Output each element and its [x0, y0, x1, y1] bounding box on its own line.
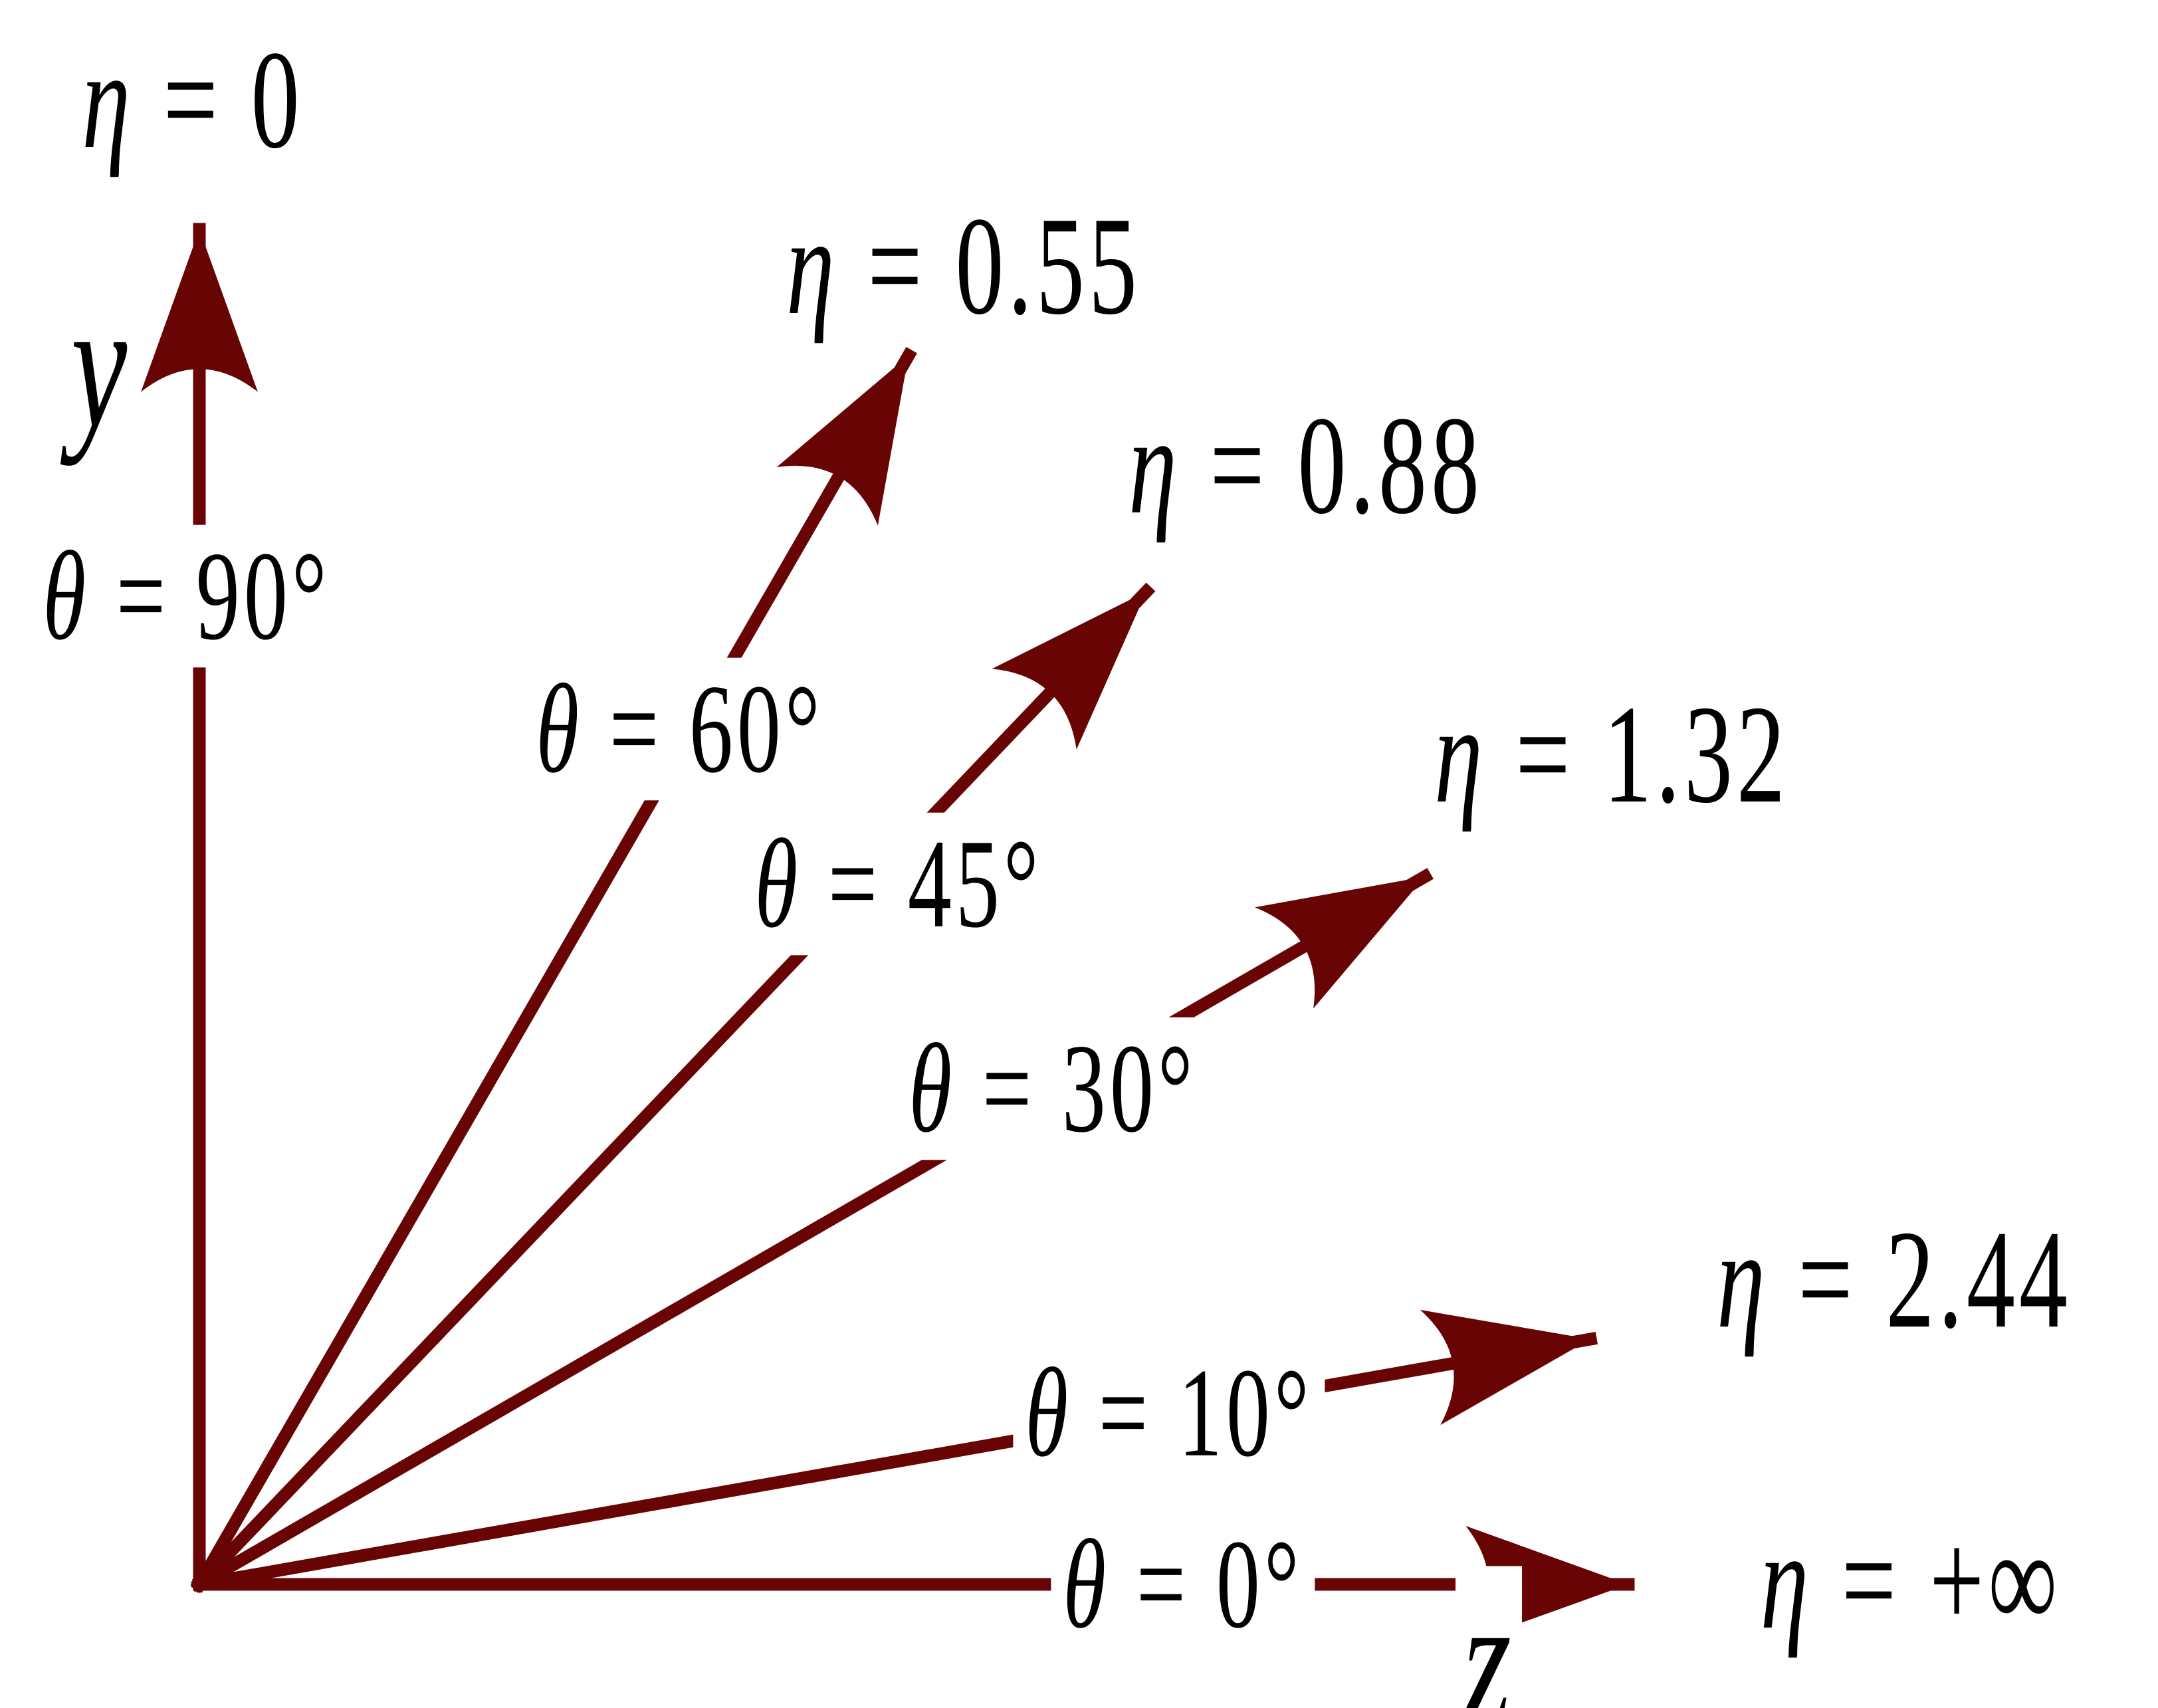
- eta-value: 0.55: [955, 187, 1141, 344]
- label-theta-30: θ=30°: [897, 1017, 1209, 1160]
- label-axis-y: y: [64, 270, 138, 461]
- theta-symbol: θ: [909, 1017, 956, 1159]
- theta-symbol: θ: [43, 524, 90, 667]
- equals-sign: =: [1515, 676, 1574, 833]
- label-axis-z: z: [1456, 1566, 1522, 1708]
- label-eta-132: η=1.32: [1422, 676, 1801, 833]
- eta-value: 2.44: [1886, 1201, 2072, 1358]
- eta-value: 1.32: [1603, 676, 1789, 833]
- label-eta-244: η=2.44: [1705, 1201, 2084, 1358]
- equals-sign: =: [1841, 1502, 1901, 1659]
- theta-value: 60°: [689, 657, 824, 800]
- eta-value: 0.88: [1297, 387, 1483, 544]
- equals-sign: =: [163, 21, 222, 178]
- label-eta-055: η=0.55: [774, 187, 1153, 344]
- theta-value: 45°: [907, 812, 1043, 954]
- label-theta-0: θ=0°: [1051, 1513, 1315, 1656]
- theta-value: 30°: [1061, 1017, 1197, 1159]
- equals-sign: =: [609, 657, 663, 800]
- theta-symbol: θ: [536, 657, 584, 800]
- eta-value: +∞: [1929, 1502, 2062, 1659]
- theta-value: 0°: [1216, 1513, 1303, 1655]
- ray-theta-45: [190, 582, 1156, 1594]
- label-theta-90: θ=90°: [31, 524, 343, 668]
- eta-symbol: η: [82, 21, 134, 178]
- theta-symbol: θ: [1025, 1341, 1073, 1483]
- label-theta-45: θ=45°: [742, 812, 1055, 956]
- eta-symbol: η: [1717, 1201, 1769, 1358]
- theta-value: 90°: [195, 524, 331, 667]
- ray-theta-10: [191, 1309, 1598, 1592]
- equals-sign: =: [1136, 1513, 1190, 1655]
- eta-symbol: η: [786, 187, 839, 344]
- equals-sign: =: [867, 187, 926, 344]
- theta-symbol: θ: [1063, 1513, 1111, 1655]
- ray-theta-60: [191, 347, 917, 1593]
- equals-sign: =: [1798, 1201, 1857, 1358]
- label-theta-10: θ=10°: [1013, 1341, 1325, 1485]
- label-eta-088: η=0.88: [1117, 387, 1495, 544]
- axis-letter: z: [1462, 1560, 1515, 1708]
- equals-sign: =: [827, 812, 882, 954]
- label-eta-inf: η=+∞: [1748, 1502, 2074, 1659]
- theta-value: 10°: [1178, 1341, 1313, 1483]
- equals-sign: =: [1210, 387, 1269, 544]
- equals-sign: =: [116, 524, 170, 667]
- equals-sign: =: [982, 1017, 1036, 1159]
- theta-symbol: θ: [754, 812, 802, 954]
- equals-sign: =: [1098, 1341, 1152, 1483]
- eta-symbol: η: [1760, 1502, 1813, 1659]
- eta-value: 0: [251, 21, 304, 178]
- axis-letter: y: [70, 264, 132, 467]
- label-theta-60: θ=60°: [524, 657, 836, 801]
- eta-symbol: η: [1129, 387, 1181, 544]
- eta-symbol: η: [1434, 676, 1487, 833]
- ray-theta-30: [191, 868, 1434, 1593]
- label-eta-0: η=0: [70, 21, 316, 178]
